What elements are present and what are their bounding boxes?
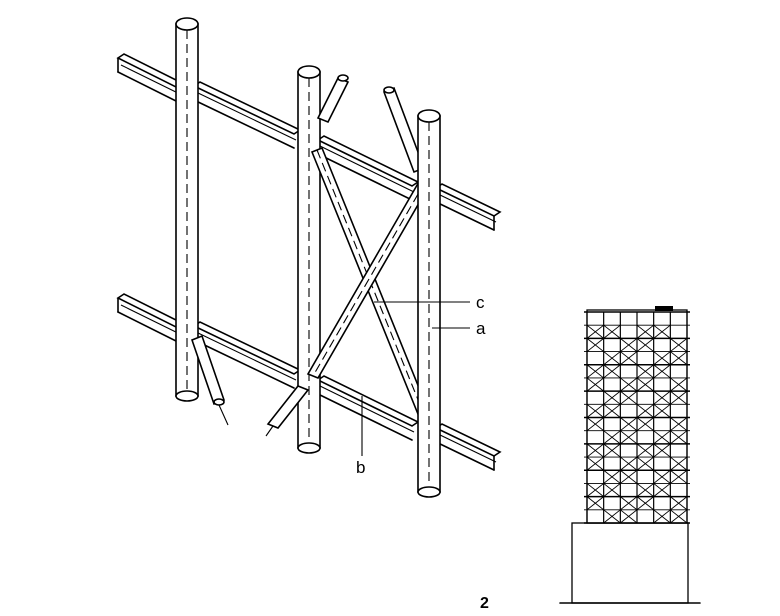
annotation-c: c: [374, 293, 485, 312]
label-a: a: [476, 319, 486, 338]
annotation-a: a: [432, 319, 486, 338]
building-elevation: [559, 306, 701, 604]
figure-number: 2: [480, 595, 489, 612]
column-3: [417, 109, 441, 498]
label-b: b: [356, 458, 365, 477]
frame-detail: c a b: [116, 17, 502, 498]
column-2: [297, 65, 321, 454]
building-base: [571, 522, 689, 604]
annotation-b: b: [356, 396, 365, 477]
roof-unit: [655, 306, 673, 311]
cross-bracing: [190, 74, 434, 437]
label-c: c: [476, 293, 485, 312]
upper-beam: [116, 53, 502, 231]
column-1: [175, 17, 199, 402]
facade-bracing-grid: [584, 311, 690, 524]
